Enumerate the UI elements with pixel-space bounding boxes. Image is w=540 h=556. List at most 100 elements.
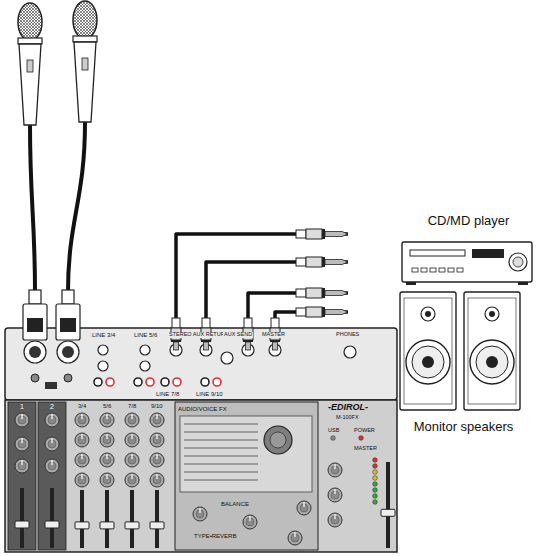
knob [125, 473, 139, 487]
monitor-speaker [486, 356, 498, 368]
microphone [68, 122, 85, 292]
cd-md-player [518, 282, 528, 285]
panel-label: BALANCE [220, 501, 250, 507]
player-button [430, 268, 436, 272]
phone-plug [296, 288, 348, 298]
microphone [18, 3, 42, 41]
knob [45, 459, 59, 473]
knob [193, 507, 207, 521]
jack-panel [140, 361, 150, 371]
microphone [73, 36, 97, 42]
cd-md-player [472, 249, 504, 258]
panel-label: 7/8 [127, 403, 137, 409]
display-row [184, 463, 258, 465]
fader-slot [130, 490, 134, 548]
knob [125, 433, 139, 447]
jack-panel [24, 341, 356, 389]
player-button [421, 268, 427, 272]
monitor-speaker [400, 292, 456, 410]
jack-panel [98, 361, 108, 371]
rca-jack [106, 378, 114, 386]
monitor-speaker [422, 356, 434, 368]
jack-panel [45, 382, 57, 389]
knob [100, 453, 114, 467]
monitor-speaker [412, 346, 444, 378]
knob [75, 433, 89, 447]
fader-cap [125, 522, 139, 529]
rca-jack [94, 378, 102, 386]
microphone [82, 58, 88, 70]
cd-md-player [406, 282, 416, 285]
knob [75, 453, 89, 467]
panel-label: MASTER [261, 332, 286, 338]
microphone [73, 1, 97, 39]
monitor-speaker [425, 311, 431, 317]
panel-label: LINE 3/4 [91, 332, 116, 338]
microphone [30, 125, 35, 292]
microphone [62, 290, 74, 304]
knob [75, 413, 89, 427]
cd-md-player [402, 242, 532, 282]
knob [150, 433, 164, 447]
mixer-body [175, 402, 318, 550]
led [373, 482, 378, 487]
panel-label: 9/10 [150, 403, 164, 409]
mixer-panel: LINE 3/4LINE 5/6STEREO AUX RETURNAUX SEN… [5, 328, 397, 554]
microphone [23, 304, 47, 340]
microphone [18, 38, 42, 44]
display-row [184, 431, 258, 433]
display-row [184, 423, 258, 425]
panel-label: MASTER [353, 446, 378, 452]
fader-slot [80, 490, 84, 548]
fader-slot [105, 490, 109, 548]
knob [45, 413, 59, 427]
panel-label: AUX SEND [223, 332, 253, 338]
rca-jack [146, 378, 154, 386]
knob [150, 473, 164, 487]
display-row [184, 455, 258, 457]
panel-label: PHONES [335, 332, 360, 338]
fader-cap [45, 521, 59, 528]
jack-panel [29, 346, 41, 358]
rca-jack [161, 378, 169, 386]
phone-plug [296, 229, 348, 239]
audio-cable [176, 234, 348, 328]
microphone [56, 304, 80, 340]
jack-panel [140, 345, 150, 355]
jack-panel [31, 374, 39, 382]
knob [328, 463, 342, 477]
led [359, 436, 364, 441]
knob [150, 453, 164, 467]
led [373, 476, 378, 481]
cd-md-player [509, 253, 527, 271]
mixer-body [8, 402, 36, 550]
knob [100, 473, 114, 487]
fader-cap [75, 522, 89, 529]
jack-panel [62, 346, 74, 358]
fader-slot [386, 462, 390, 548]
rca-jack [213, 378, 221, 386]
fader-slot [50, 488, 54, 548]
microphone [18, 3, 47, 340]
monitor-speaker [404, 298, 452, 404]
panel-label: M-100FX [335, 415, 360, 421]
knob [15, 459, 29, 473]
player-button [439, 268, 445, 272]
fader-cap [381, 509, 395, 516]
microphone [27, 318, 43, 332]
device-label: Monitor speakers [392, 420, 535, 433]
knob [297, 501, 311, 515]
phone-plug [296, 257, 348, 267]
monitor-speaker [464, 292, 520, 410]
monitor-speaker [421, 307, 435, 321]
panel-label: TYPE•REVERB [193, 533, 237, 539]
panel-label: USB [327, 428, 340, 434]
monitor-speaker [400, 292, 520, 410]
led [373, 458, 378, 463]
display-row [184, 447, 258, 449]
panel-label: LINE 9/10 [195, 391, 224, 397]
player-button [457, 268, 463, 272]
knob [125, 413, 139, 427]
fader-cap [100, 522, 114, 529]
panel-label: 3/4 [77, 403, 87, 409]
